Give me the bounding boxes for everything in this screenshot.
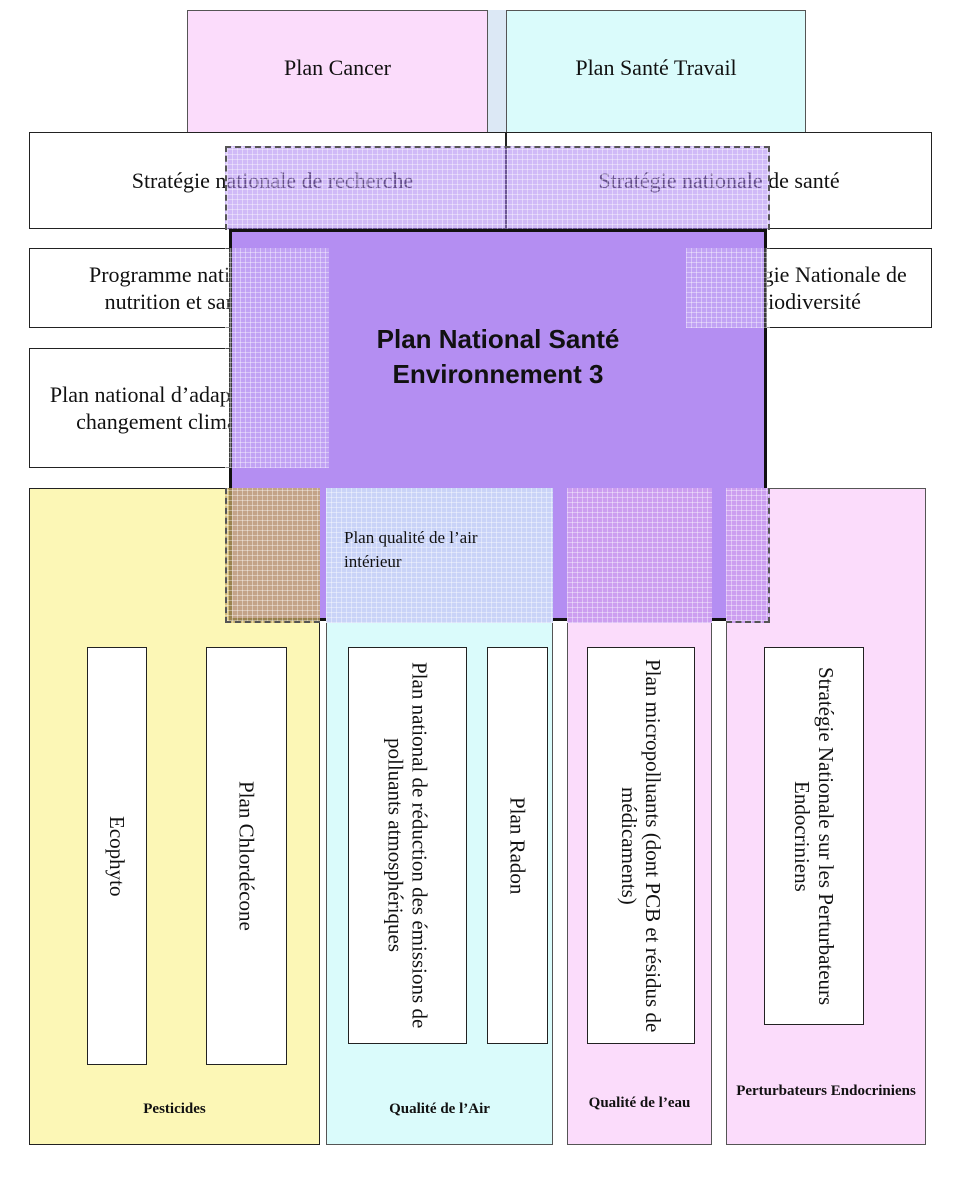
plan-cancer-box: Plan Cancer xyxy=(187,10,488,142)
plan-reduction-emissions: Plan national de réduction des émissions… xyxy=(348,647,467,1044)
pnse3-hatch-left xyxy=(225,248,329,468)
strategie-perturbateurs-label: Stratégie Nationale sur les Perturbateur… xyxy=(790,666,839,1006)
plan-radon-label: Plan Radon xyxy=(505,796,530,895)
pnse3-top-band xyxy=(225,146,770,230)
category-perturbateurs-label: Perturbateurs Endocriniens xyxy=(736,1083,916,1099)
plan-micropolluants-label: Plan micropolluants (dont PCB et résidus… xyxy=(617,658,666,1033)
strategie-perturbateurs: Stratégie Nationale sur les Perturbateur… xyxy=(764,647,864,1025)
plan-reduction-emissions-label: Plan national de réduction des émissions… xyxy=(383,662,432,1029)
plan-sante-travail-label: Plan Santé Travail xyxy=(575,55,737,80)
plan-cancer-label: Plan Cancer xyxy=(284,55,391,80)
strategie-biodiversite-box: Stratégie Nationale de biodiversité xyxy=(686,248,932,328)
pnse3-hatch-pesticides xyxy=(225,488,320,623)
pnse3-hatch-eau xyxy=(567,488,712,623)
top-gap-band xyxy=(488,10,506,142)
plan-ecophyto-label: Ecophyto xyxy=(105,815,130,897)
plan-chlordecone: Plan Chlordécone xyxy=(206,647,287,1065)
category-air-label: Qualité de l’Air xyxy=(389,1101,490,1117)
plan-ecophyto: Ecophyto xyxy=(87,647,147,1065)
pnse3-hatch-air xyxy=(326,488,553,623)
pnse3-hatch-perturbateurs xyxy=(726,488,770,623)
plan-air-interieur-label: Plan qualité de l’air intérieur xyxy=(344,528,478,571)
plan-micropolluants: Plan micropolluants (dont PCB et résidus… xyxy=(587,647,695,1044)
category-pesticides-label: Pesticides xyxy=(143,1101,206,1117)
plan-radon: Plan Radon xyxy=(487,647,548,1044)
plan-chlordecone-label: Plan Chlordécone xyxy=(234,781,259,931)
pnse3-hatch-right xyxy=(686,248,770,328)
pnse3-title-line2: Environnement 3 xyxy=(392,359,604,390)
pnse3-title-line1: Plan National Santé xyxy=(376,324,620,354)
plan-sante-travail-box: Plan Santé Travail xyxy=(506,10,806,142)
pnse3-title: Plan National Santé Environnement 3 xyxy=(229,322,767,392)
category-eau-label: Qualité de l’eau xyxy=(588,1095,691,1111)
